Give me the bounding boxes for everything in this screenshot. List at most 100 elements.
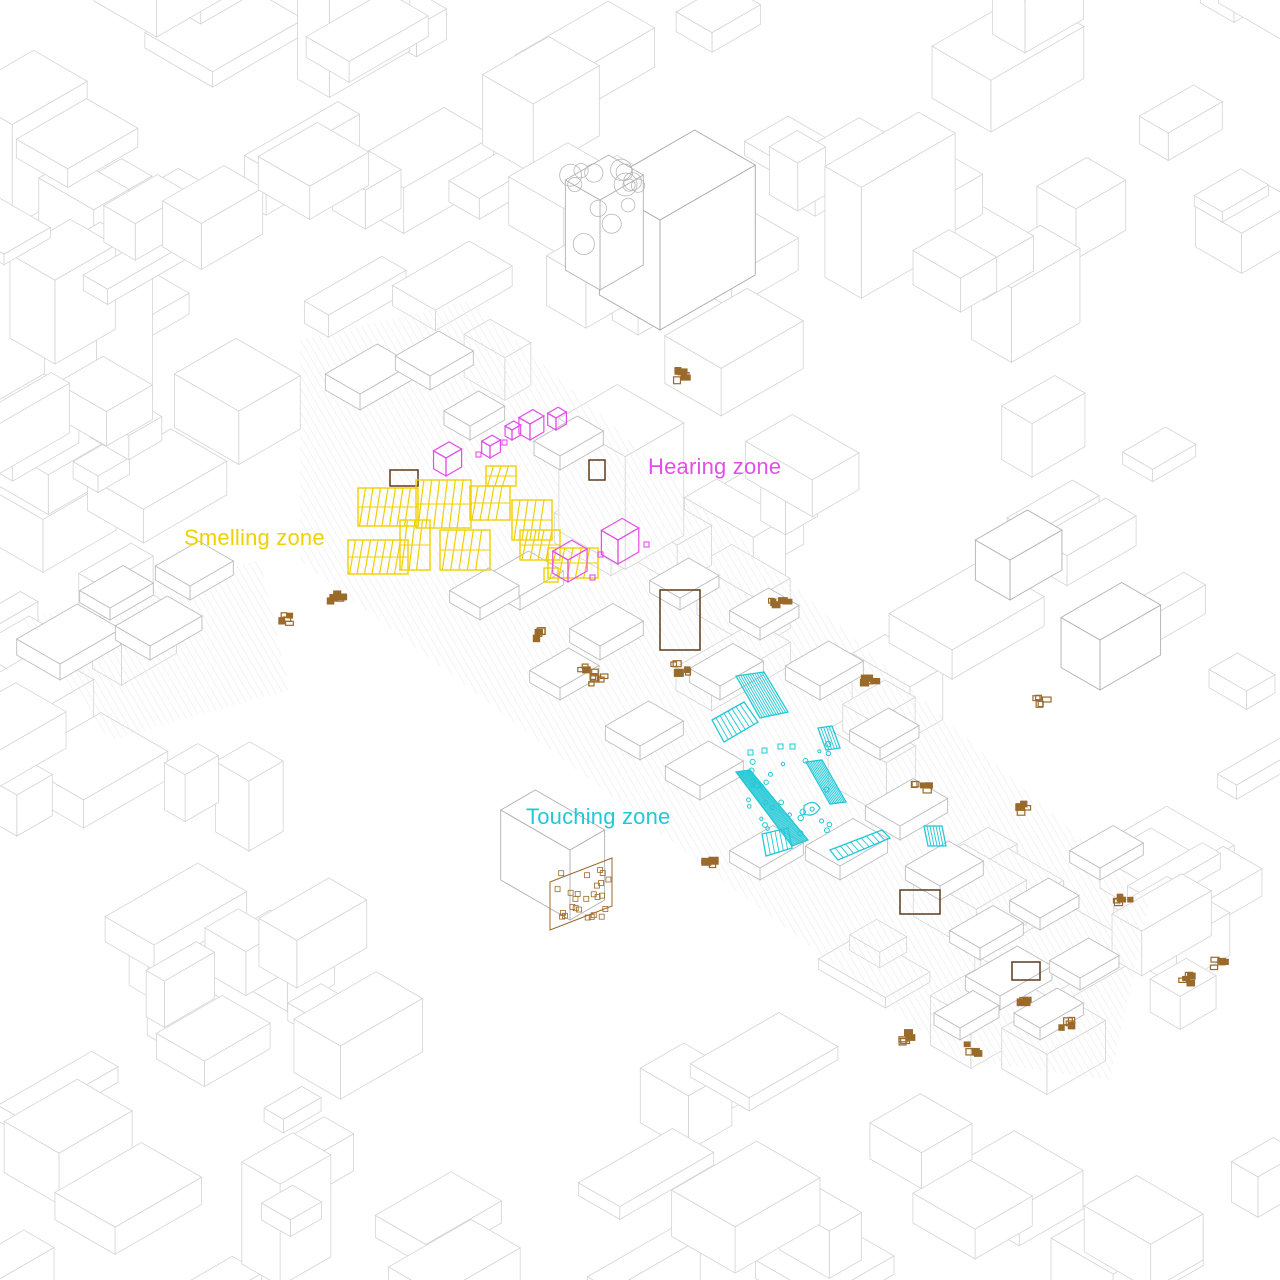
context-building: [145, 941, 216, 1029]
seeing-cluster: [701, 856, 719, 869]
seeing-cluster: [532, 627, 546, 643]
context-building: [263, 1085, 322, 1134]
tree: [613, 172, 638, 197]
frame-outline: [899, 889, 941, 915]
seeing-elements: [278, 367, 1229, 1057]
tree: [572, 233, 595, 256]
east-building: [974, 509, 1063, 601]
context-building: [293, 971, 424, 1100]
context-building: [0, 372, 71, 474]
sound-box: [432, 441, 463, 478]
tactile-dot: [746, 804, 752, 809]
context-building: [744, 413, 860, 518]
smelling-zone-label: Smelling zone: [184, 525, 325, 550]
courtyard-building: [1048, 937, 1120, 991]
tactile-dot: [763, 779, 769, 785]
context-building: [1121, 426, 1197, 483]
pergola: [347, 539, 409, 575]
tree: [573, 163, 589, 179]
context-building: [992, 0, 1084, 54]
pergola: [511, 499, 553, 541]
context-building: [577, 1128, 715, 1221]
courtyard-building: [533, 415, 605, 471]
sound-node: [589, 574, 596, 581]
courtyard-building: [1008, 877, 1080, 931]
context-building: [1216, 737, 1280, 800]
tactile-dot: [823, 786, 830, 793]
courtyard-building: [1068, 824, 1145, 881]
context-building: [305, 0, 430, 84]
tactile-dot: [787, 812, 792, 817]
context-building: [1000, 375, 1086, 478]
seeing-cluster: [670, 660, 692, 677]
courtyard-building: [948, 904, 1025, 961]
tactile-path: [734, 671, 790, 719]
seeing-cluster: [1209, 956, 1229, 971]
office-wing: [564, 154, 645, 291]
tactile-node: [777, 743, 784, 750]
tactile-dot: [797, 814, 804, 822]
frame-outline: [659, 589, 701, 651]
courtyard-building: [804, 817, 889, 881]
context-building: [1218, 0, 1280, 40]
courtyard-building: [604, 700, 685, 761]
tactile-node: [761, 747, 768, 754]
tactile-bench: [828, 829, 892, 861]
tactile-dot: [759, 816, 764, 821]
tactile-dot: [826, 821, 833, 828]
seeing-cluster: [1032, 694, 1052, 708]
context-building: [155, 994, 271, 1088]
courtyard-building: [78, 564, 155, 621]
seeing-cluster: [859, 674, 881, 687]
tree: [622, 178, 636, 192]
context-building: [161, 165, 264, 271]
tactile-cluster: [761, 827, 793, 857]
hearing-zone-label: Hearing zone: [648, 454, 782, 479]
context-building: [912, 229, 998, 313]
pergola: [519, 529, 561, 561]
courtyard-building: [864, 777, 949, 841]
seeing-cluster: [1112, 893, 1134, 907]
planter-box: [543, 567, 559, 583]
sound-box: [546, 406, 568, 432]
courtyard-building: [154, 540, 235, 601]
courtyard-building: [848, 707, 920, 761]
tactile-dot: [765, 826, 770, 831]
frame-outline: [389, 469, 419, 487]
context-building: [15, 98, 139, 189]
courtyard-building: [114, 595, 203, 661]
tactile-dot: [825, 750, 832, 757]
courtyard-building: [443, 390, 506, 441]
tree: [601, 213, 622, 234]
context-building: [768, 130, 827, 212]
tactile-dot: [767, 771, 773, 777]
tactile-dot: [778, 799, 785, 806]
seeing-cluster: [588, 673, 609, 687]
context-building: [257, 121, 370, 221]
tactile-dot: [746, 797, 751, 803]
tree: [584, 163, 604, 183]
sound-node: [643, 541, 650, 548]
tactile-dot: [819, 818, 825, 824]
seeing-cluster: [1058, 1016, 1076, 1031]
pergola: [357, 487, 419, 527]
context-building: [1230, 1137, 1280, 1218]
context-building: [1208, 652, 1276, 711]
context-building: [1138, 84, 1224, 162]
sound-box: [551, 539, 589, 584]
frame-outline: [1011, 961, 1041, 981]
context-building: [214, 741, 284, 852]
context-building: [1193, 168, 1270, 223]
sound-box: [517, 408, 546, 442]
tree: [567, 177, 583, 193]
context-building: [104, 862, 248, 971]
courtyard-building: [15, 603, 122, 681]
seeing-cluster: [963, 1041, 983, 1057]
tactile-strip: [804, 759, 848, 805]
context-building: [481, 36, 601, 175]
pergola: [485, 465, 517, 487]
tree: [559, 163, 583, 187]
tactile-dot: [802, 757, 809, 764]
tactile-dot: [824, 740, 832, 748]
